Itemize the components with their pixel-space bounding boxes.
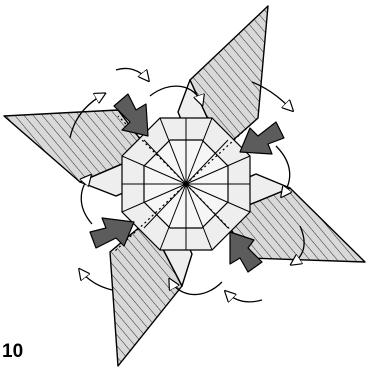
curved-fold-arrow-icon — [226, 292, 262, 302]
curved-fold-arrow-icon — [116, 68, 148, 80]
curved-fold-arrow-icon — [80, 270, 112, 290]
step-number: 10 — [2, 341, 23, 365]
